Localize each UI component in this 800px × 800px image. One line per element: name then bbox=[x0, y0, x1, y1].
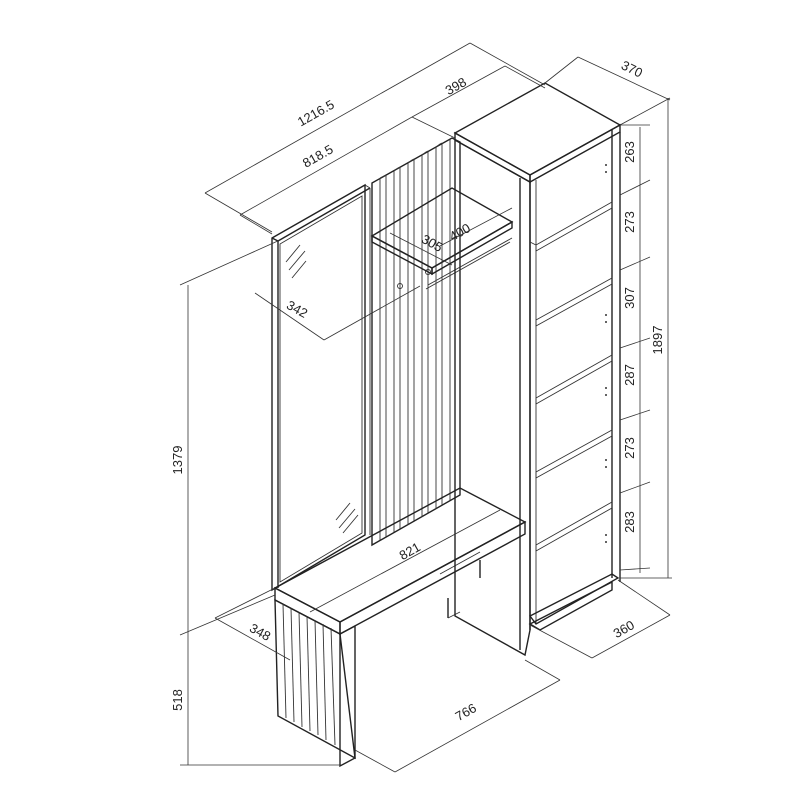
hat-shelf bbox=[370, 187, 514, 290]
dim-shelf-depth-top: 370 bbox=[619, 57, 645, 80]
dim-bench-width: 821 bbox=[397, 539, 423, 563]
dimension-lines bbox=[179, 42, 672, 773]
dim-shelf-5: 273 bbox=[622, 437, 637, 459]
dim-shelf-4: 287 bbox=[622, 364, 637, 386]
dim-bench-height: 518 bbox=[170, 689, 185, 711]
dim-shelf-3: 307 bbox=[622, 287, 637, 309]
dim-shelf-offset: 398 bbox=[443, 74, 469, 98]
dim-shelf-depth-bottom: 360 bbox=[611, 617, 637, 641]
dim-hat-shelf-depth: 305 bbox=[419, 231, 445, 255]
dim-bench-depth: 348 bbox=[247, 620, 273, 644]
dim-mirror-width: 342 bbox=[284, 297, 310, 321]
bench bbox=[273, 487, 527, 768]
dim-mirror-panel-width: 818.5 bbox=[300, 142, 336, 171]
mirror-panel bbox=[271, 183, 371, 592]
dim-panel-height: 1379 bbox=[170, 446, 185, 475]
furniture-outline bbox=[271, 82, 622, 768]
slatted-panel bbox=[371, 137, 461, 547]
dim-shelf-1: 263 bbox=[622, 141, 637, 163]
dim-shelf-2: 273 bbox=[622, 211, 637, 233]
dim-overall-width: 1216.5 bbox=[295, 97, 337, 130]
dim-shelf-unit-height: 1897 bbox=[650, 326, 665, 355]
shelf-unit bbox=[453, 82, 622, 657]
dim-bench-base-width: 766 bbox=[453, 700, 479, 724]
dim-shelf-6: 283 bbox=[622, 511, 637, 533]
